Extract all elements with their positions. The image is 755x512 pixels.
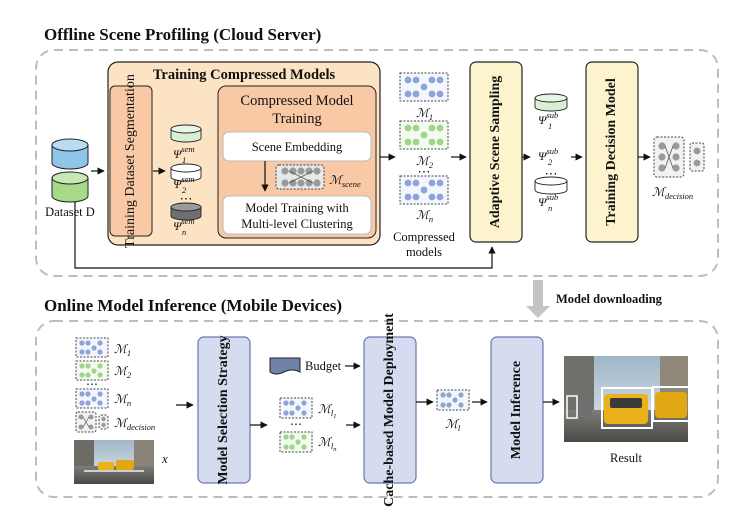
training-compressed-title: Training Compressed Models [153, 67, 336, 83]
compressed-model-2-icon [399, 120, 449, 150]
online-model-2-label: ℳ2 [114, 364, 132, 380]
model-inference-box [490, 336, 544, 484]
sub-subset-1-cylinder [534, 93, 568, 112]
model-training-box [222, 195, 372, 235]
selected-model-ellipsis: ⋯ [290, 417, 302, 431]
cmt-title-line2: Training [272, 111, 321, 127]
compressed-model-ellipsis: ⋯ [418, 164, 431, 179]
arrow-dataset-to-sampling [74, 202, 496, 269]
deployment-label: Cache-based Model Deployment [382, 313, 397, 507]
model-inference-label: Model Inference [509, 361, 524, 459]
deployed-model-label: ℳl [445, 417, 461, 433]
decision-model-label: ℳdecision [652, 185, 693, 201]
online-decision-model-label: ℳdecision [114, 416, 155, 432]
model-training-line2: Multi-level Clustering [241, 217, 353, 231]
decision-model-icon [653, 136, 705, 178]
selected-model-1-label: ℳl1 [318, 402, 336, 420]
training-decision-box [585, 61, 639, 243]
scene-model-label: ℳscene [329, 173, 361, 189]
budget-flag-icon [269, 357, 301, 375]
compressed-model-1-icon [399, 72, 449, 102]
selected-model-n-label: ℳln [318, 435, 336, 453]
online-model-n-icon [75, 388, 109, 409]
adaptive-sampling-box [469, 61, 523, 243]
sem-subset-1-cylinder [170, 124, 202, 143]
dataset-blue-cylinder [51, 138, 89, 170]
dataset-label: Dataset D [45, 205, 95, 219]
sem-subset-ellipsis: ⋯ [180, 191, 193, 206]
input-street-image [74, 440, 154, 484]
segmentation-label: Training Dataset Segmentation [123, 74, 138, 248]
model-training-line1: Model Training with [245, 201, 349, 215]
compressed-models-caption-line1: Compressed [393, 230, 456, 244]
budget-label: Budget [305, 359, 342, 373]
compressed-model-n-icon [399, 175, 449, 205]
selected-model-n-icon [279, 431, 313, 453]
deployment-box [363, 336, 417, 484]
selected-model-1-icon [279, 397, 313, 419]
deployed-model-icon [436, 389, 470, 411]
result-image [564, 356, 690, 442]
scene-embedding-box [222, 131, 372, 162]
online-model-ellipsis: ⋯ [86, 377, 98, 391]
input-x-label: x [161, 451, 168, 466]
model-downloading-arrow [526, 280, 550, 318]
compressed-model-1-label: ℳ1 [416, 106, 433, 122]
scene-embedding-label: Scene Embedding [252, 140, 343, 154]
scene-model-icon [275, 164, 325, 190]
compressed-models-caption-line2: models [406, 245, 442, 259]
sub-subset-n-cylinder [534, 176, 568, 195]
adaptive-sampling-label: Adaptive Scene Sampling [488, 76, 503, 228]
compressed-model-n-label: ℳn [416, 208, 433, 224]
online-model-1-label: ℳ1 [114, 342, 131, 358]
online-model-2-icon [75, 360, 109, 381]
sem-subset-2-cylinder [170, 163, 202, 182]
model-selection-label: Model Selection Strategy [216, 335, 231, 484]
compressed-model-2-label: ℳ2 [416, 154, 434, 170]
model-downloading-label: Model downloading [556, 292, 663, 306]
segmentation-box [109, 85, 153, 237]
online-section-title: Online Model Inference (Mobile Devices) [44, 296, 342, 315]
online-model-1-icon [75, 337, 109, 358]
online-panel [35, 320, 719, 498]
dataset-green-cylinder [51, 171, 89, 203]
offline-panel [35, 49, 719, 277]
cmt-title-line1: Compressed Model [240, 93, 353, 109]
online-decision-model-icon [75, 411, 109, 433]
online-model-n-label: ℳn [114, 392, 131, 408]
model-selection-box [197, 336, 251, 484]
offline-section-title: Offline Scene Profiling (Cloud Server) [44, 25, 321, 44]
sem-subset-n-cylinder [170, 202, 202, 221]
training-decision-label: Training Decision Model [604, 78, 619, 226]
result-label: Result [610, 451, 642, 465]
